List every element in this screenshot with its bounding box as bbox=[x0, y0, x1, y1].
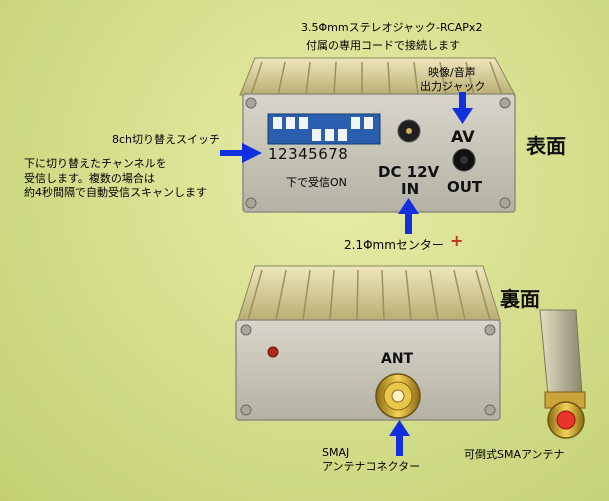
back-device bbox=[235, 265, 501, 421]
back-title: 裏面 bbox=[500, 287, 540, 311]
out-label: OUT bbox=[447, 178, 483, 196]
receive-on-label: 下で受信ON bbox=[286, 176, 347, 189]
front-title: 表面 bbox=[526, 134, 566, 158]
antenna-label: 可倒式SMAアンテナ bbox=[464, 448, 565, 461]
power-center-label: 2.1Φmmセンター bbox=[344, 238, 444, 252]
av-label-line1: 映像/音声 bbox=[428, 66, 476, 79]
rca-label-line1: 3.5Φmmステレオジャック-RCAPx2 bbox=[301, 21, 483, 34]
switch-desc-line1: 下に切り替えたチャンネルを bbox=[24, 157, 167, 170]
dc-12v-label: DC 12V bbox=[378, 163, 440, 181]
dip-switch-numbers: 12345678 bbox=[268, 145, 349, 163]
front-device bbox=[239, 57, 516, 213]
plus-sign: + bbox=[450, 231, 464, 250]
ant-label: ANT bbox=[381, 351, 414, 367]
rca-label-line2: 付属の専用コードで接続します bbox=[306, 39, 460, 52]
in-label: IN bbox=[401, 180, 420, 198]
sma-label-line1: SMAJ bbox=[322, 446, 350, 459]
sma-label-line2: アンテナコネクター bbox=[322, 460, 421, 473]
switch-desc-line3: 約4秒間隔で自動受信スキャンします bbox=[24, 186, 207, 199]
switch-desc-line2: 受信します。複数の場合は bbox=[24, 172, 155, 185]
av-label-line2: 出力ジャック bbox=[420, 80, 486, 93]
switch-title: 8ch切り替えスイッチ bbox=[112, 133, 221, 146]
antenna bbox=[539, 309, 586, 439]
av-panel-label: AV bbox=[451, 127, 475, 146]
annotation-arrows bbox=[220, 92, 473, 456]
